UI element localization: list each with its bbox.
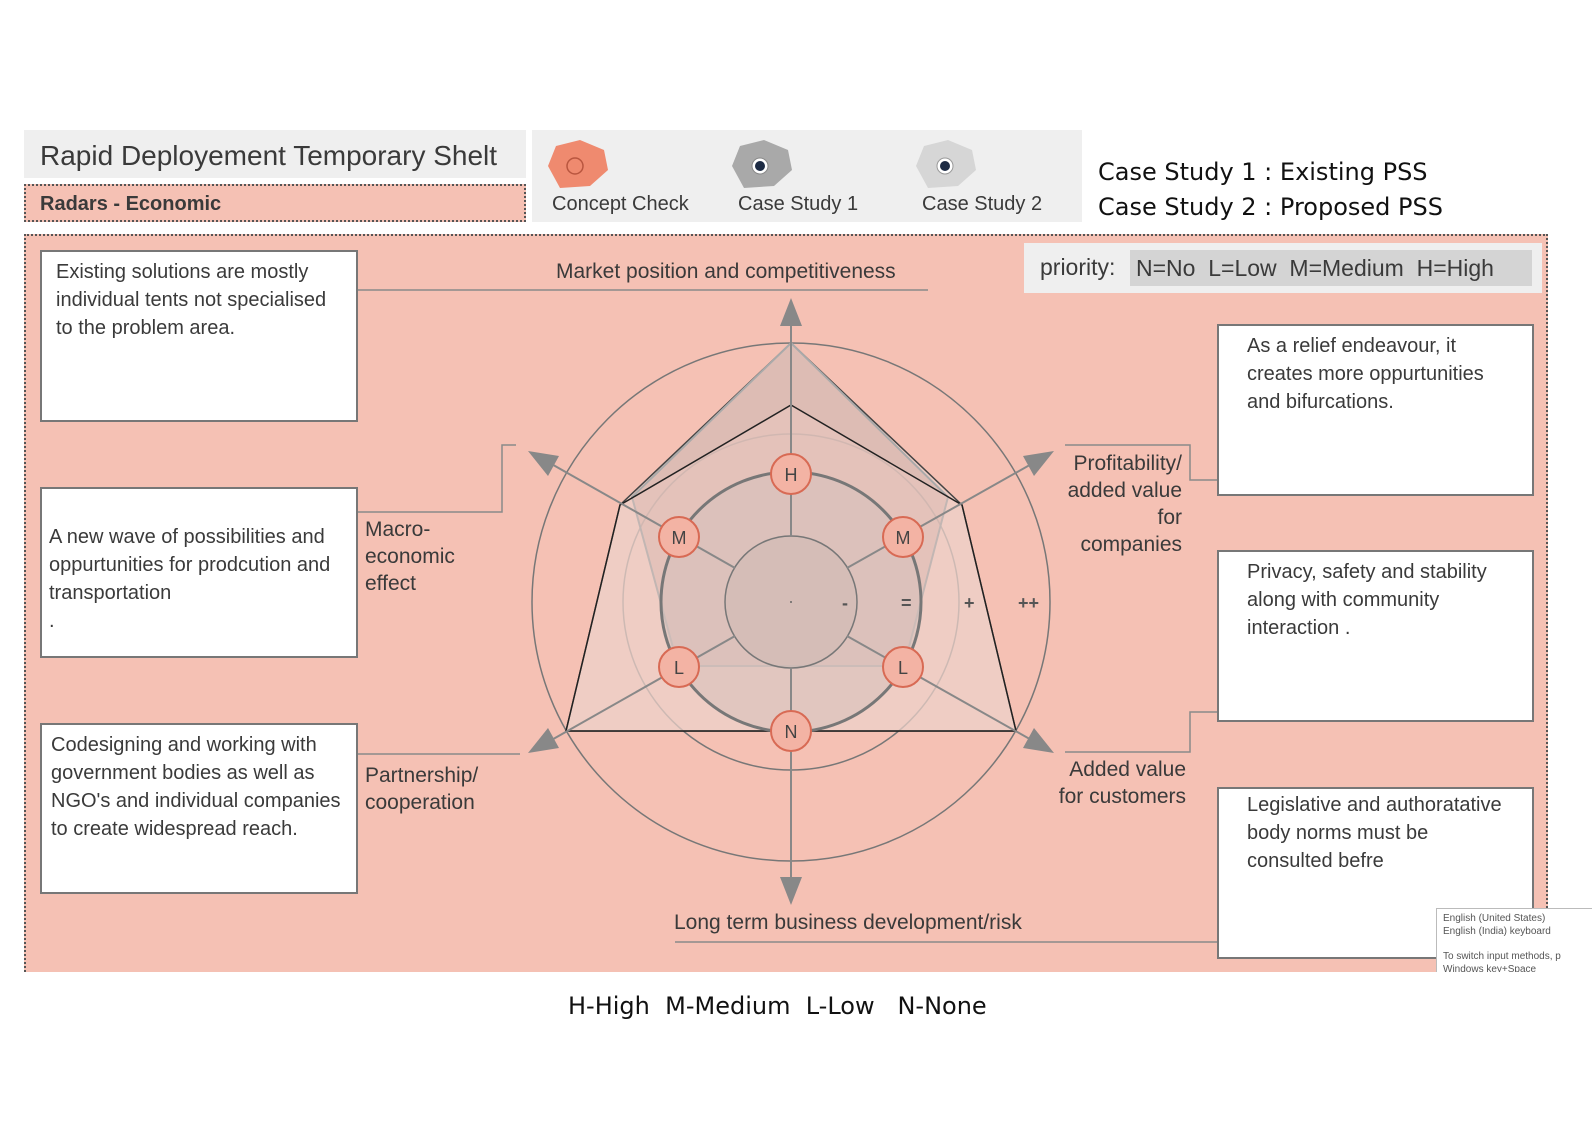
page-title: Rapid Deployement Temporary Shelt — [40, 140, 498, 171]
note-bottom-left: Codesigning and working with government … — [40, 723, 358, 894]
marker-lower-left: L — [658, 646, 700, 688]
scale-plus: + — [964, 593, 975, 613]
axis-label-bottom: Long term business development/risk — [674, 911, 1022, 934]
svg-text:L: L — [898, 658, 908, 678]
arrow-up-icon — [780, 298, 802, 326]
case-note-1: Case Study 1 : Existing PSS — [1098, 158, 1428, 186]
input-method-tooltip: English (United States) English (India) … — [1436, 908, 1592, 972]
priority-markers: H M M L L N — [658, 453, 924, 752]
svg-text:H: H — [785, 465, 798, 485]
radar-axes — [547, 320, 1036, 885]
axis-label-lower-left: Partnership/ cooperation — [365, 764, 479, 814]
ime-line-4: Windows key+Space — [1443, 964, 1537, 972]
axis-label-lower-right: Added value for customers — [1058, 758, 1186, 808]
title-box — [24, 130, 526, 178]
legend-label-case-study-2: Case Study 2 — [922, 193, 1043, 215]
note-mid-left: A new wave of possibilities and oppurtun… — [40, 487, 358, 658]
note-mid-right-text: Privacy, safety and stability along with… — [1247, 561, 1487, 639]
axis-label-upper-left: Macro- economic effect — [365, 518, 455, 595]
svg-text:M: M — [672, 528, 687, 548]
arrow-upper-left-icon — [528, 451, 559, 476]
ime-line-1: English (United States) — [1443, 913, 1546, 924]
svg-text:M: M — [896, 528, 911, 548]
marker-upper-right: M — [882, 516, 924, 558]
priority-label: priority: — [1040, 254, 1116, 280]
marker-lower-right: L — [882, 646, 924, 688]
note-top-left-text: Existing solutions are mostly individual… — [56, 261, 327, 339]
note-top-right: As a relief endeavour, it creates more o… — [1217, 324, 1534, 496]
note-bottom-right-text: Legislative and authoratative body norms… — [1247, 794, 1502, 872]
center-dot — [790, 601, 792, 603]
ime-line-3: To switch input methods, p — [1443, 951, 1561, 962]
marker-top: H — [770, 453, 812, 495]
note-mid-left-text: A new wave of possibilities and oppurtun… — [49, 526, 331, 632]
priority-values: N=No L=Low M=Medium H=High — [1130, 250, 1532, 286]
grey-hexagon-icon — [732, 140, 792, 188]
arrow-lower-left-icon — [528, 728, 559, 753]
arrow-upper-right-icon — [1023, 451, 1054, 476]
arrow-down-icon — [780, 877, 802, 905]
svg-text:L: L — [674, 658, 684, 678]
note-mid-right: Privacy, safety and stability along with… — [1217, 550, 1534, 722]
legend-box — [532, 130, 1082, 222]
scale-equal: = — [901, 593, 912, 613]
footer-legend: H-High M-Medium L-Low N-None — [568, 992, 987, 1020]
note-bottom-left-text: Codesigning and working with government … — [51, 734, 341, 840]
subtitle-box — [24, 184, 526, 222]
arrow-lower-right-icon — [1023, 728, 1054, 753]
case-note-2: Case Study 2 : Proposed PSS — [1098, 193, 1443, 221]
light-grey-hexagon-icon — [916, 140, 976, 188]
svg-text:N: N — [785, 722, 798, 742]
legend-icons — [548, 140, 976, 188]
legend-label-concept-check: Concept Check — [552, 193, 689, 215]
axis-arrows — [528, 298, 1054, 905]
axis-label-upper-right: Profitability/ added value for companies — [1067, 452, 1182, 556]
note-top-right-text: As a relief endeavour, it creates more o… — [1247, 335, 1484, 413]
scale-plus-plus: ++ — [1018, 593, 1039, 613]
note-top-left: Existing solutions are mostly individual… — [40, 250, 358, 422]
orange-hexagon-icon — [548, 140, 608, 188]
ime-line-2: English (India) keyboard — [1443, 926, 1551, 937]
scale-labels: - = + ++ — [842, 593, 1039, 613]
axis-label-top: Market position and competitiveness — [556, 260, 896, 283]
connector-lines — [358, 289, 1217, 943]
marker-upper-left: M — [658, 516, 700, 558]
marker-bottom: N — [770, 710, 812, 752]
scale-minus: - — [842, 593, 848, 613]
legend-label-case-study-1: Case Study 1 — [738, 193, 859, 215]
page-subtitle: Radars - Economic — [40, 193, 222, 215]
